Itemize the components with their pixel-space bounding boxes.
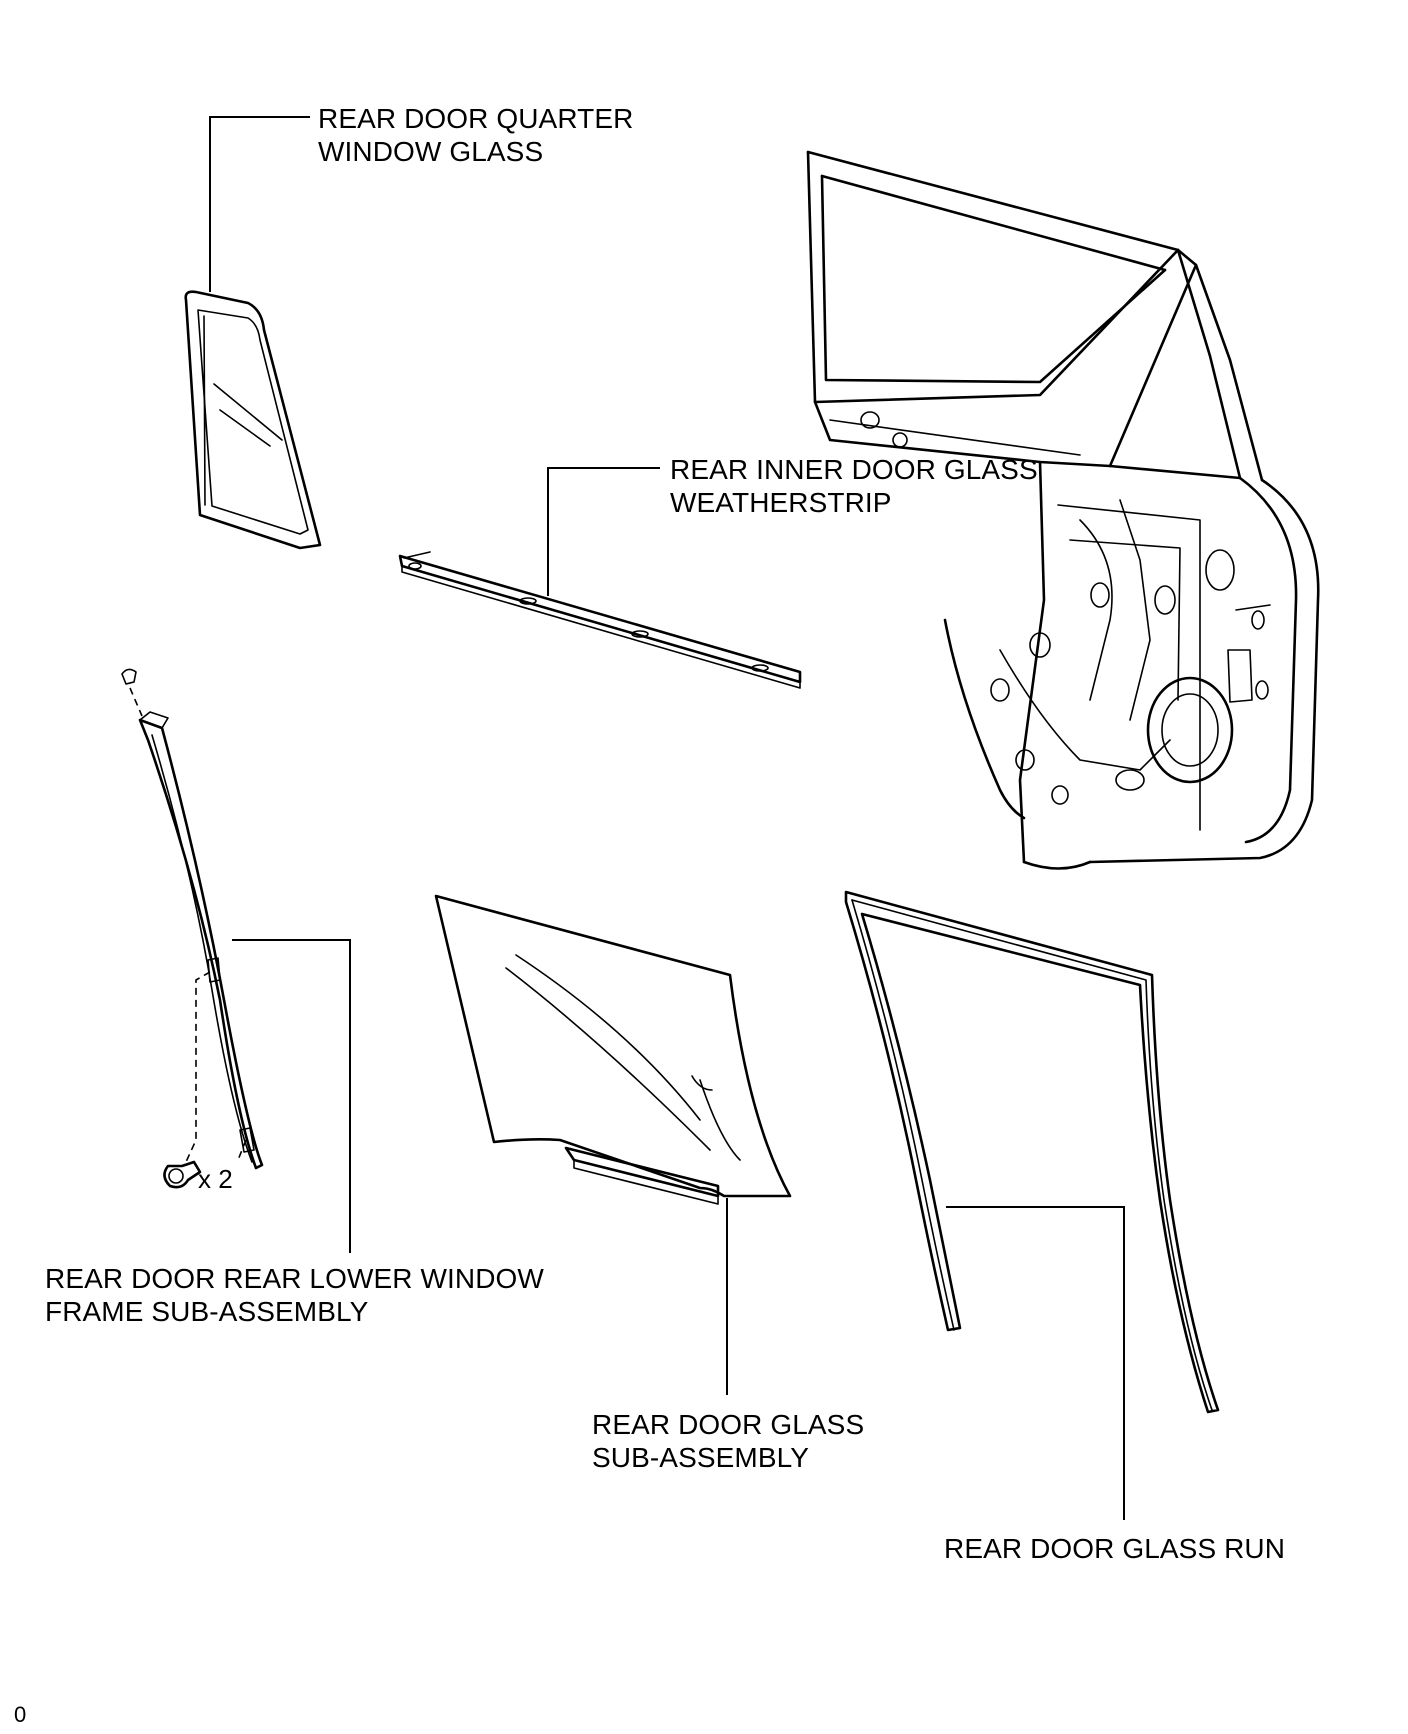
quarter-window-glass — [184, 290, 322, 550]
leader-glass-run — [946, 1206, 1125, 1520]
lower-window-frame — [121, 668, 264, 1189]
leader-weatherstrip — [547, 467, 660, 596]
label-lower-window-frame: REAR DOOR REAR LOWER WINDOW FRAME SUB-AS… — [45, 1263, 544, 1327]
label-glass-sub-assembly: REAR DOOR GLASS SUB-ASSEMBLY — [592, 1409, 865, 1473]
leader-lower-window-frame — [232, 939, 351, 1253]
label-inner-weatherstrip: REAR INNER DOOR GLASS WEATHERSTRIP — [670, 454, 1038, 518]
label-glass-run: REAR DOOR GLASS RUN — [944, 1533, 1286, 1564]
door-glass-sub-assembly — [434, 894, 792, 1205]
inner-door-glass-weatherstrip — [398, 551, 802, 689]
rear-door-panel — [806, 150, 1320, 870]
label-quarter-glass: REAR DOOR QUARTER WINDOW GLASS — [318, 103, 634, 167]
figure-id: 0 — [14, 1702, 27, 1727]
leader-quarter-glass — [209, 116, 310, 292]
door-glass-run — [844, 890, 1220, 1414]
bolt-quantity: x 2 — [198, 1164, 233, 1194]
